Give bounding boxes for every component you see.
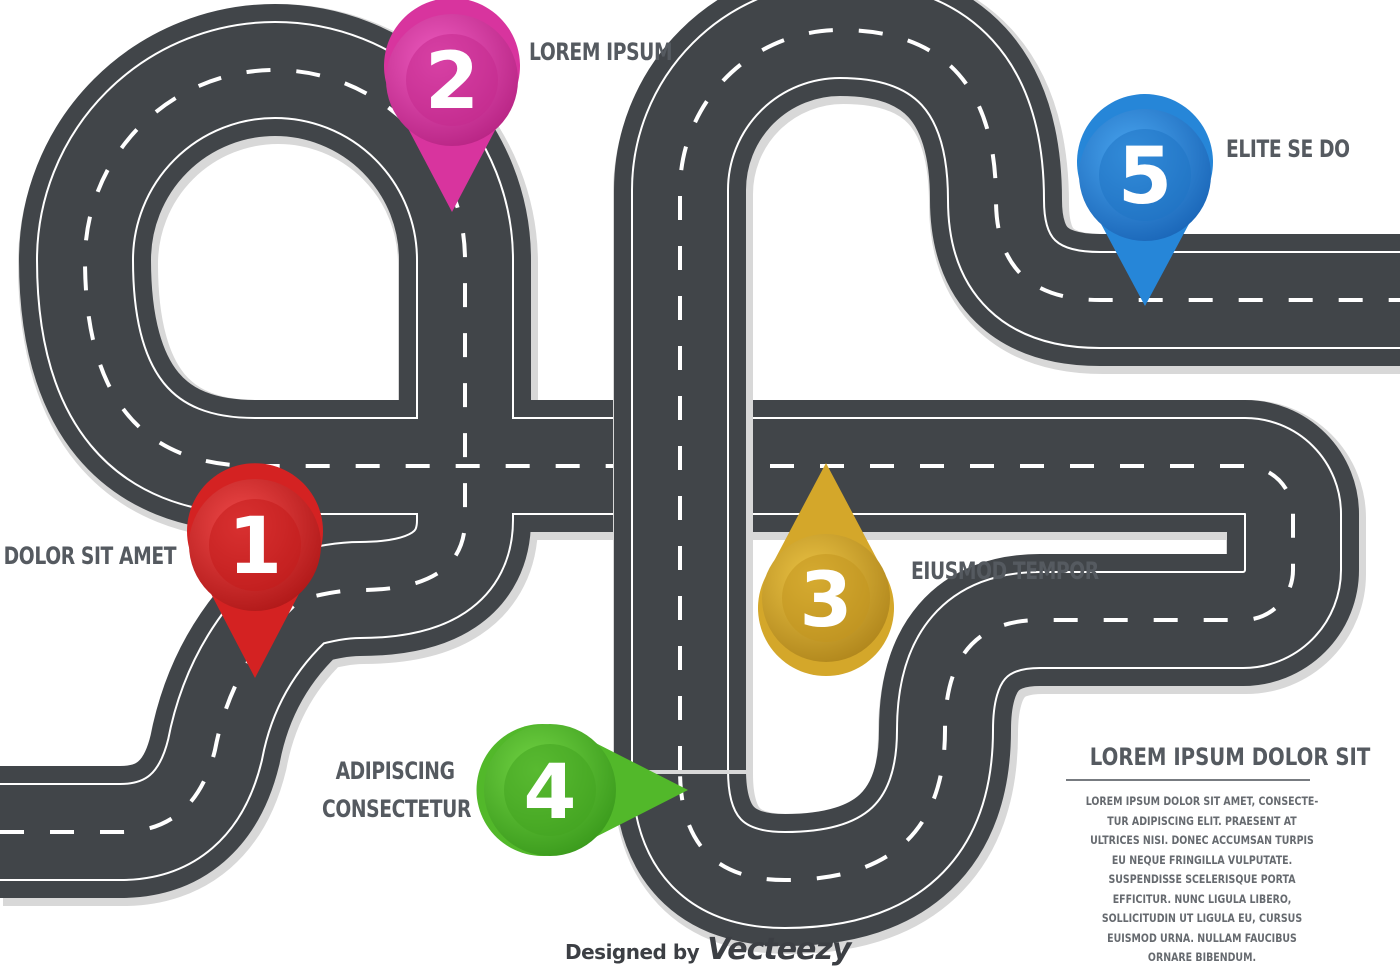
credit-line: Designed by Vecteezy [565,932,851,967]
road-winding-right [613,210,1366,955]
milestone-4-label-line2: CONSECTETUR [322,795,471,823]
milestone-pin-5: 5 [1077,94,1213,306]
road-top-right [613,0,1400,774]
info-title: LOREM IPSUM DOLOR SIT [1089,743,1371,771]
milestone-2-label: LOREM IPSUM [529,38,673,66]
milestone-4-label-line1: ADIPISCING [336,757,455,785]
milestone-5-label: ELITE SE DO [1226,135,1350,163]
pin-2-number: 2 [425,37,479,127]
info-body: LOREM IPSUM DOLOR SIT AMET, CONSECTE-TUR… [1085,794,1319,964]
milestone-pin-2: 2 [384,0,520,212]
milestone-pin-4: 4 [476,724,688,856]
milestone-1-label: DOLOR SIT AMET [3,542,176,570]
credit-brand: Vecteezy [707,932,851,967]
road-loop-left [0,4,623,906]
pin-5-number: 5 [1118,132,1172,222]
pin-1-number: 1 [228,502,282,592]
milestone-3-label: EIUSMOD TEMPOR [911,557,1099,585]
info-divider [1066,779,1310,781]
milestone-pin-1: 1 [187,463,324,678]
pin-4-number: 4 [524,747,577,836]
milestone-pin-3: 3 [758,463,894,677]
pin-3-number: 3 [800,555,853,644]
credit-prefix: Designed by [565,940,700,964]
